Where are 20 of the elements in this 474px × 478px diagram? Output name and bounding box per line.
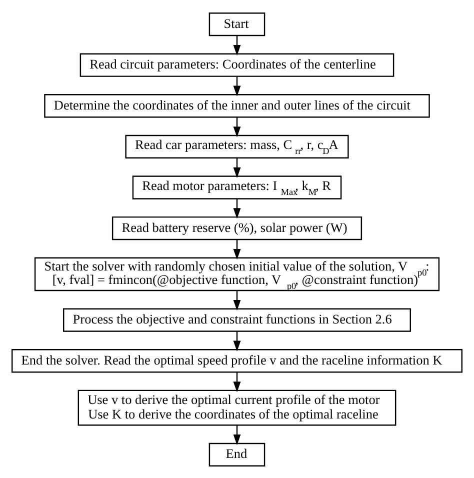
arrow [233,290,241,310]
node-box: Read battery reserve (%), solar power (W) [112,216,362,240]
arrow [233,158,241,178]
node-box: Start [208,12,266,36]
arrow [233,424,241,445]
node-box: End [208,442,266,466]
node-box: Use v to derive the optimal current profile of the motor Use K to derive the coordinates of the optimal raceline [78,389,396,426]
arrow [233,35,241,56]
node-box: Determine the coordinates of the inner and outer lines of the circuit [44,94,430,118]
arrow [233,331,241,351]
arrow [233,198,241,218]
arrow [233,239,241,260]
node-box: Process the objective and constraint functions in Section 2.6 [63,308,411,332]
node-box: Read circuit parameters: Coordinates of the centerline [80,52,394,76]
node-box: Read car parameters: mass, C$_{rr}$, r, c$_{D}$A [125,134,349,158]
node-box: End the solver. Read the optimal speed profile v and the raceline information K [12,348,462,372]
arrow [233,117,241,137]
arrow [233,372,241,392]
node-box: Read motor parameters: I$_{Max}$, k$_{M}$, R [132,175,342,199]
arrow [233,76,241,96]
